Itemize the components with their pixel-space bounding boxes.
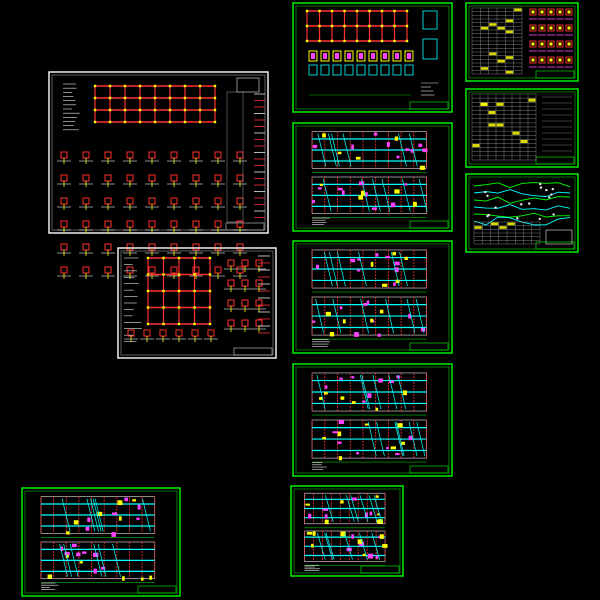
title-block [360, 565, 400, 574]
title-block [137, 585, 177, 594]
drawing-sheet-9 [465, 173, 579, 253]
sheet-border [292, 122, 453, 232]
sheet-border [465, 173, 579, 253]
sheet-border [21, 487, 181, 597]
drawing-sheet-1 [48, 71, 269, 279]
drawing-sheet-5 [292, 240, 453, 354]
drawing-sheet-10 [21, 487, 181, 597]
drawing-sheet-7 [465, 2, 579, 82]
drawing-sheet-3 [292, 2, 453, 113]
drawing-sheet-11 [290, 485, 404, 577]
drawing-sheet-2 [117, 247, 277, 359]
sheet-border [465, 2, 579, 82]
title-block [233, 347, 273, 356]
title-block [535, 156, 575, 165]
drawing-sheet-4 [292, 122, 453, 232]
sheet-border [48, 71, 269, 234]
title-block [225, 222, 265, 231]
title-block [535, 241, 575, 250]
sheet-border [292, 363, 453, 477]
title-block [409, 101, 449, 110]
title-block [409, 220, 449, 229]
title-block [409, 465, 449, 474]
sheet-border [117, 247, 277, 359]
sheet-border [465, 88, 579, 168]
sheet-border [290, 485, 404, 577]
title-block [409, 342, 449, 351]
title-block [535, 70, 575, 79]
drawing-sheet-6 [292, 363, 453, 477]
sheet-border [292, 240, 453, 354]
sheet-border [292, 2, 453, 113]
drawing-sheet-8 [465, 88, 579, 168]
